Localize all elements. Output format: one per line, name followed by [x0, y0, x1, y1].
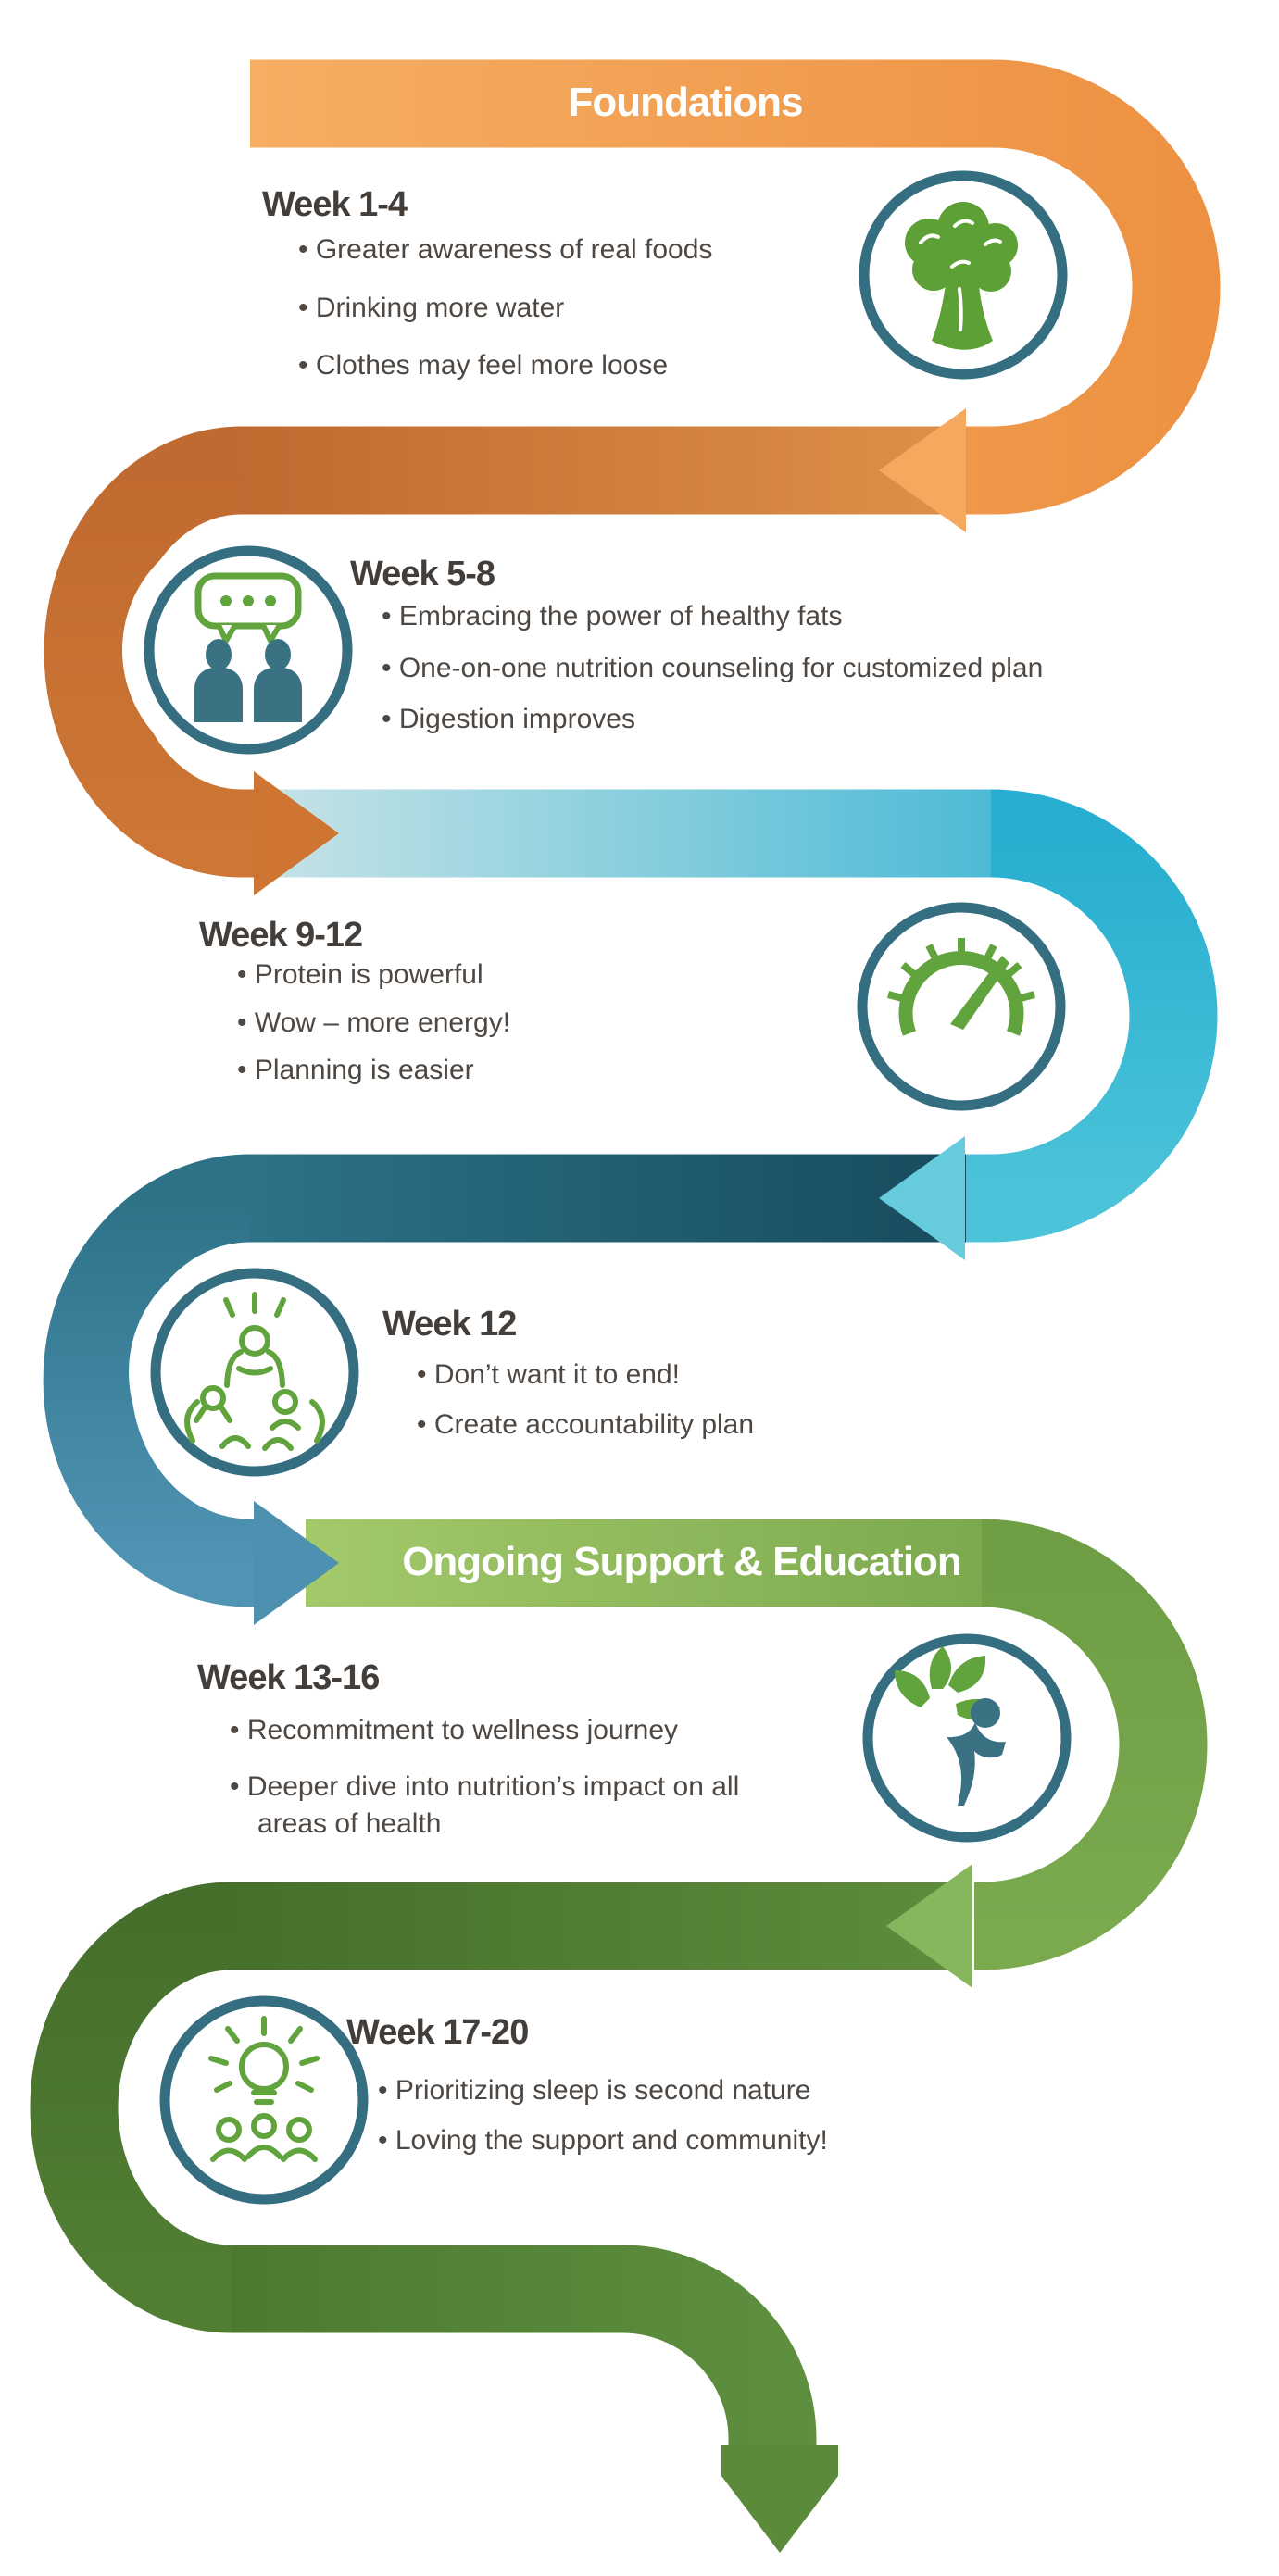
conversation-icon [194, 572, 302, 722]
bullet-list-week-9-12: Protein is powerful Wow – more energy! P… [237, 957, 811, 1100]
lightbulb-crowd-icon [208, 2016, 320, 2162]
section-title-week-5-8: Week 5-8 [350, 555, 495, 594]
section-title-week-9-12: Week 9-12 [199, 916, 363, 955]
phase-title-ongoing-support: Ongoing Support & Education [402, 1539, 962, 1584]
bullet-item: Loving the support and community! [378, 2122, 1026, 2160]
bullet-list-week-13-16: Recommitment to wellness journey Deeper … [230, 1712, 776, 1862]
bullet-item: Don’t want it to end! [417, 1357, 1028, 1394]
section-title-week-13-16: Week 13-16 [197, 1658, 380, 1697]
growth-icon [895, 1646, 1006, 1806]
arrowhead-down-green [721, 2445, 838, 2553]
bullet-item: Embracing the power of healthy fats [382, 598, 1141, 636]
bullet-item: Prioritizing sleep is second nature [378, 2072, 1026, 2110]
bullet-item: Digestion improves [382, 701, 1141, 739]
celebration-icon [184, 1292, 325, 1451]
bullet-item: Protein is powerful [237, 957, 811, 994]
green-right-curve [974, 1519, 1208, 1970]
bullet-list-week-17-20: Prioritizing sleep is second nature Lovi… [378, 2072, 1026, 2171]
phase-title-foundations: Foundations [568, 80, 804, 125]
gauge-icon [886, 938, 1036, 1036]
bullet-list-week-12: Don’t want it to end! Create accountabil… [417, 1357, 1028, 1456]
flow-ribbon [30, 59, 1221, 2452]
orange-left-curve [44, 426, 280, 878]
bullet-item: Create accountability plan [417, 1407, 1028, 1444]
section-title-week-17-20: Week 17-20 [346, 2013, 529, 2052]
flow-arrowheads [254, 408, 972, 2553]
bullet-item: One-on-one nutrition counseling for cust… [382, 650, 1141, 688]
bullet-item: Planning is easier [237, 1052, 811, 1090]
bullet-list-week-5-8: Embracing the power of healthy fats One-… [382, 598, 1141, 753]
green-left-curve [30, 1882, 233, 2333]
arrowhead-left-orange [879, 408, 966, 532]
arrowhead-right-orange [254, 771, 339, 895]
bullet-item: Wow – more energy! [237, 1005, 811, 1043]
bullet-item: Greater awareness of real foods [298, 231, 947, 269]
bullet-item: Recommitment to wellness journey [230, 1712, 776, 1750]
teal-left-curve [43, 1154, 269, 1607]
bottom-band [232, 2245, 817, 2452]
section-title-week-12: Week 12 [382, 1305, 517, 1344]
orange-header-band [250, 59, 1221, 515]
section-title-week-1-4: Week 1-4 [262, 185, 408, 224]
arrowhead-right-blue [254, 1501, 339, 1625]
bullet-item: Deeper dive into nutrition’s impact on a… [230, 1769, 776, 1844]
bullet-item: Clothes may feel more loose [298, 347, 947, 385]
bullet-list-week-1-4: Greater awareness of real foods Drinking… [298, 231, 947, 406]
arrowhead-left-cyan [879, 1136, 965, 1260]
arrowhead-left-green [886, 1864, 972, 1988]
cyan-right-curve [963, 789, 1218, 1243]
bullet-item: Drinking more water [298, 290, 947, 328]
